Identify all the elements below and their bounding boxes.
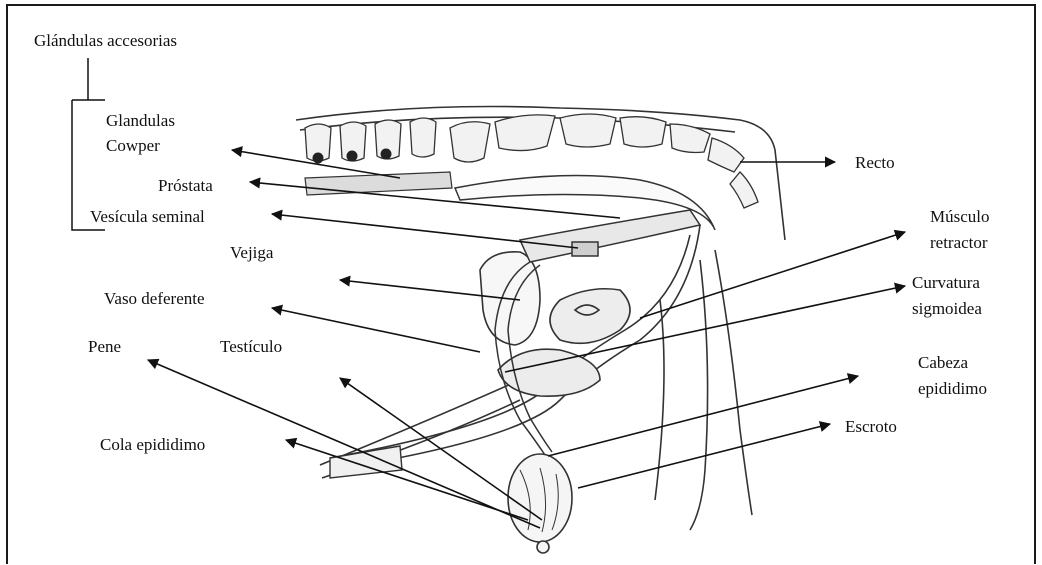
label-cabeza-epididimo-2: epididimo [918,378,987,399]
label-vejiga: Vejiga [230,242,273,263]
label-cabeza-epididimo-1: Cabeza [918,352,968,373]
label-recto: Recto [855,152,895,173]
label-testiculo: Testículo [220,336,282,357]
label-glandulas-cowper-1: Glandulas [106,110,175,131]
label-musculo-retractor-1: Músculo [930,206,990,227]
label-curvatura-sigmoidea-1: Curvatura [912,272,980,293]
label-escroto: Escroto [845,416,897,437]
label-prostata: Próstata [158,175,213,196]
label-glandulas-cowper-2: Cowper [106,135,160,156]
label-vesicula-seminal: Vesícula seminal [90,206,205,227]
accessory-glands-bracket [72,58,105,230]
label-pene: Pene [88,336,121,357]
sacral-bands [305,172,452,195]
title-accessory-glands: Glándulas accesorias [34,30,177,51]
label-cola-epididimo: Cola epididimo [100,434,205,455]
label-musculo-retractor-2: retractor [930,232,988,253]
label-curvatura-sigmoidea-2: sigmoidea [912,298,982,319]
label-vaso-deferente: Vaso deferente [104,288,205,309]
